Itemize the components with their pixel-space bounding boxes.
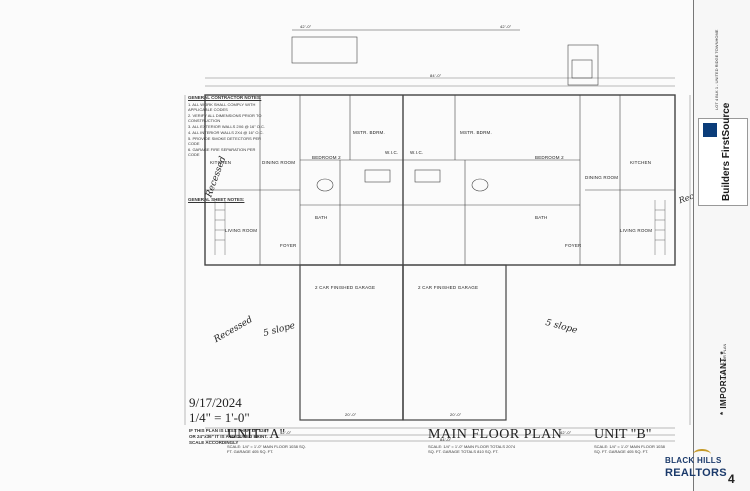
- room-living-b: LIVING ROOM: [620, 228, 653, 233]
- note-line: 5. PROVIDE SMOKE DETECTORS PER CODE: [188, 136, 262, 146]
- title-block-project: LOT 4 BLK 1 - UNITED RIDGE TOWNHOME: [714, 29, 719, 110]
- room-wic-b: W.I.C.: [410, 150, 424, 155]
- note-line: 1. ALL WORK SHALL COMPLY WITH APPLICABLE…: [188, 102, 256, 112]
- room-bath-b: BATH: [535, 215, 548, 220]
- room-living-a: LIVING ROOM: [225, 228, 258, 233]
- room-kitchen-b: KITCHEN: [630, 160, 652, 165]
- watermark-line-1: BLACK HILLS: [665, 456, 722, 465]
- important-banner: * IMPORTANT *: [719, 350, 728, 415]
- title-unit-a: UNIT "A": [227, 427, 286, 442]
- dim-garage-a: 20'-0": [345, 412, 357, 417]
- dim-overall-top: 84'-0": [430, 73, 442, 78]
- dim-overall-bottom: 84'-0": [440, 437, 452, 442]
- watermark-line-2: REALTORS: [665, 467, 727, 479]
- title-main-sub: SCALE: 1/4" = 1'-0" MAIN FLOOR TOTALS 20…: [428, 444, 516, 454]
- note-line: 6. GARAGE FIRE SEPARATION PER CODE: [188, 147, 256, 157]
- room-wic-a: W.I.C.: [385, 150, 399, 155]
- room-bath-a: BATH: [315, 215, 328, 220]
- title-unit-a-sub: SCALE: 1/4" = 1'-0" MAIN FLOOR 1038 SQ. …: [227, 444, 306, 454]
- room-dining-a: DINING ROOM: [262, 160, 296, 165]
- room-garage-a: 2 CAR FINISHED GARAGE: [315, 285, 376, 290]
- scale-note: IF THIS PLAN IS LESS THAN 18"x24" OR 24"…: [189, 428, 269, 445]
- room-foyer-a: FOYER: [280, 243, 297, 248]
- dim-top-right: 42'-0": [500, 24, 512, 29]
- note-line: 3. ALL EXTERIOR WALLS 2X6 @ 16" O.C.: [188, 124, 265, 129]
- dim-bottom-left: 42'-0": [280, 430, 292, 435]
- title-unit-b: UNIT "B": [594, 427, 652, 442]
- title-main-floor-plan: MAIN FLOOR PLAN: [428, 427, 563, 442]
- room-dining-b: DINING ROOM: [585, 175, 619, 180]
- watermark-arc-icon: [693, 449, 711, 460]
- contractor-notes: GENERAL CONTRACTOR NOTES: 1. ALL WORK SH…: [188, 95, 266, 204]
- dim-bottom-right: 42'-0": [560, 430, 572, 435]
- note-line: 2. VERIFY ALL DIMENSIONS PRIOR TO CONSTR…: [188, 113, 262, 123]
- room-kitchen-a: KITCHEN: [210, 160, 232, 165]
- builders-firstsource-logo: Builders FirstSource: [698, 103, 748, 206]
- logo-text: Builders FirstSource: [721, 102, 732, 201]
- page-number: 4: [728, 472, 735, 486]
- dim-garage-b: 20'-0": [450, 412, 462, 417]
- plan-scale: 1/4" = 1'-0": [189, 410, 250, 425]
- plan-date: 9/17/2024: [189, 395, 242, 410]
- title-unit-b-sub: SCALE: 1/4" = 1'-0" MAIN FLOOR 1038 SQ. …: [594, 444, 665, 454]
- dim-top-left: 42'-0": [300, 24, 312, 29]
- room-mstr-a: MSTR. BDRM.: [353, 130, 385, 135]
- notes-heading-2: GENERAL SHEET NOTES:: [188, 197, 245, 202]
- room-bed2-a: BEDROOM 2: [312, 155, 341, 160]
- logo-mark-icon: [703, 123, 717, 137]
- room-garage-b: 2 CAR FINISHED GARAGE: [418, 285, 479, 290]
- room-mstr-b: MSTR. BDRM.: [460, 130, 492, 135]
- note-line: 4. ALL INTERIOR WALLS 2X4 @ 16" O.C.: [188, 130, 264, 135]
- realtors-watermark: BLACK HILLS REALTORS: [665, 449, 735, 481]
- room-foyer-b: FOYER: [565, 243, 582, 248]
- notes-heading: GENERAL CONTRACTOR NOTES:: [188, 95, 262, 100]
- title-block: LOT 4 BLK 1 - UNITED RIDGE TOWNHOME MAIN…: [693, 0, 750, 491]
- room-bed2-b: BEDROOM 2: [535, 155, 564, 160]
